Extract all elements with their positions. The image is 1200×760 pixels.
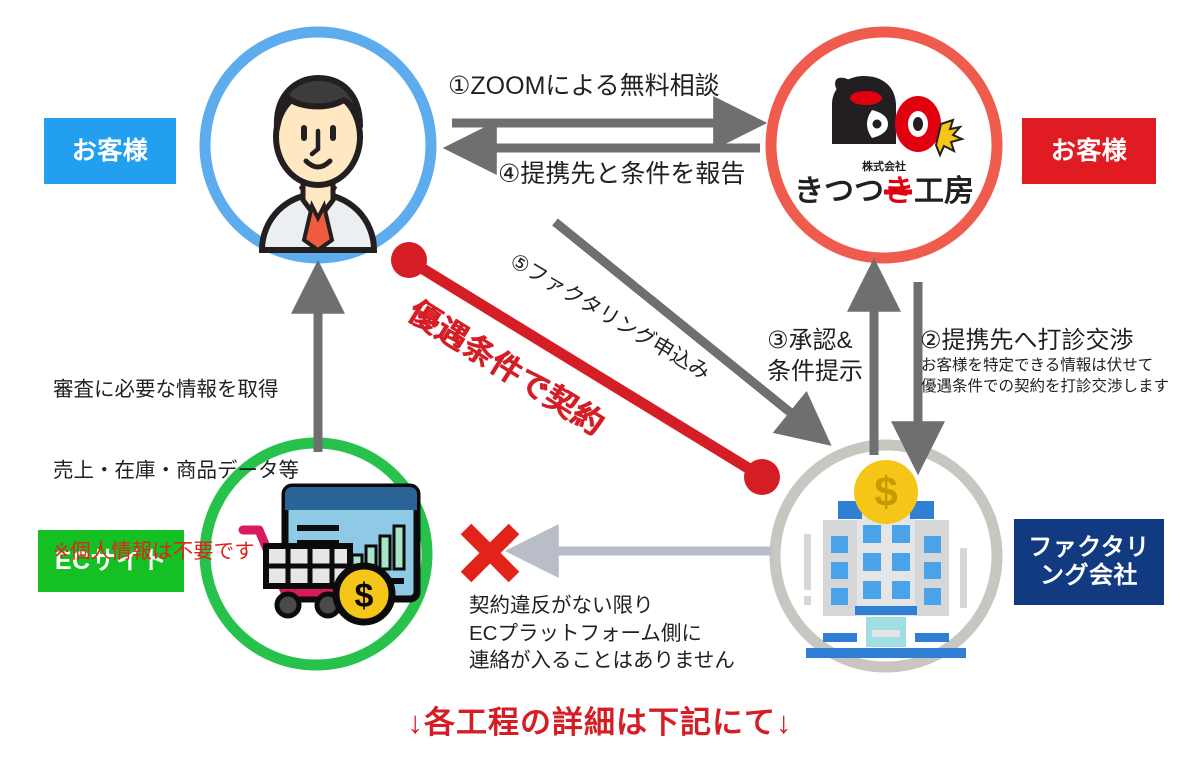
- badge-ecsite-label: ECサイト: [54, 546, 168, 575]
- woodpecker-logo-icon: 株式会社 きつつき工房: [794, 76, 974, 208]
- note-left-line3: ※個人情報は不要です: [53, 540, 255, 564]
- ec-shop-cart-icon: $: [238, 483, 421, 626]
- badge-factoring-line1: ファクタリ: [1028, 534, 1150, 562]
- bank-building-coin-icon: $: [804, 460, 967, 658]
- contract-link-line: [391, 242, 780, 495]
- businessman-avatar-icon: [258, 75, 378, 253]
- note-left-line1: 審査に必要な情報を取得: [53, 378, 279, 402]
- blocked-x-icon: [460, 523, 520, 583]
- company-circle-ring: [765, 26, 1003, 264]
- svg-text:きつつき工房: きつつき工房: [794, 175, 974, 208]
- label-step3: ③承認& 条件提示: [767, 327, 863, 385]
- badge-factoring-company: ファクタリ ング会社: [1014, 519, 1164, 605]
- arrow-step5-apply: [552, 218, 832, 446]
- badge-customer-left: お客様: [44, 118, 176, 184]
- label-step1: ①ZOOMによる無料相談: [448, 72, 720, 100]
- svg-text:$: $: [355, 577, 374, 615]
- note-left-line2: 売上・在庫・商品データ等: [53, 459, 299, 483]
- label-step2-heading: ②提携先へ打診交渉: [920, 327, 1134, 354]
- note-left-required-info: 審査に必要な情報を取得 売上・在庫・商品データ等 ※個人情報は不要です: [53, 322, 299, 620]
- badge-company-right: お客様: [1022, 118, 1156, 184]
- bottom-callout: ↓各工程の詳細は下記にて↓: [407, 705, 793, 740]
- badge-factoring-line2: ング会社: [1040, 562, 1138, 589]
- badge-ecsite: ECサイト: [38, 530, 184, 592]
- label-step4: ④提携先と条件を報告: [498, 160, 746, 188]
- badge-company-right-label: お客様: [1050, 136, 1128, 165]
- svg-text:株式会社: 株式会社: [862, 159, 906, 173]
- label-step2-body: お客様を特定できる情報は伏せて 優遇条件での契約を打診交渉します: [921, 357, 1170, 396]
- note-ec-no-contact: 契約違反がない限り ECプラットフォーム側に 連絡が入ることはありません: [469, 594, 735, 673]
- svg-text:$: $: [874, 468, 897, 515]
- badge-customer-left-label: お客様: [71, 136, 149, 165]
